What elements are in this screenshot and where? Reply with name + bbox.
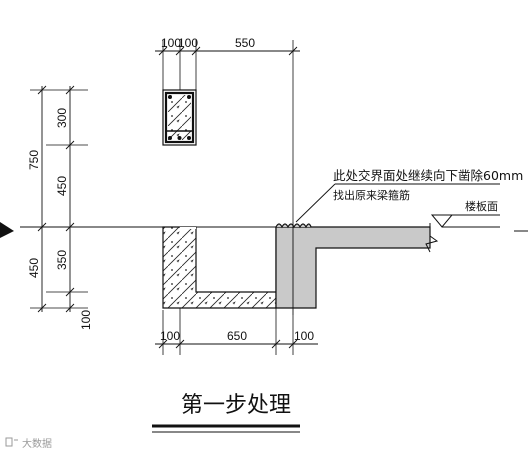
level-symbol (430, 214, 500, 228)
dim-top-550: 550 (235, 36, 255, 50)
extension-lines (30, 40, 294, 355)
bottom-dimension-chain (155, 339, 318, 349)
top-dimension-chain (155, 46, 300, 56)
concrete-u-section (162, 226, 277, 309)
note-line-1: 此处交界面处继续向下凿除60mm (333, 168, 523, 183)
dim-bottom-100-right: 100 (294, 329, 314, 343)
note-leader (295, 183, 500, 223)
dim-left-300: 300 (55, 108, 69, 128)
left-dimension-chain (37, 85, 75, 313)
drawing-title: 第一步处理 (181, 393, 291, 418)
section-arrow-icon (0, 222, 14, 238)
note-line-2: 找出原来梁箍筋 (333, 188, 410, 202)
dim-bottom-100-left: 100 (160, 329, 180, 343)
watermark-logo-icon (5, 437, 18, 447)
beam-section (162, 89, 197, 146)
dim-bottom-650: 650 (227, 329, 247, 343)
dim-top-100-mid: 100 (178, 36, 198, 50)
dim-left-750: 750 (27, 150, 41, 170)
dim-left-450-lower: 450 (27, 258, 41, 278)
watermark-text: 大数据 (22, 437, 52, 450)
floor-label: 楼板面 (465, 199, 498, 213)
dim-top-100-left: 100 (161, 36, 181, 50)
dim-left-350: 350 (55, 250, 69, 270)
dim-left-100: 100 (79, 310, 93, 330)
floor-slab (275, 222, 439, 315)
dim-left-450-upper: 450 (55, 176, 69, 196)
